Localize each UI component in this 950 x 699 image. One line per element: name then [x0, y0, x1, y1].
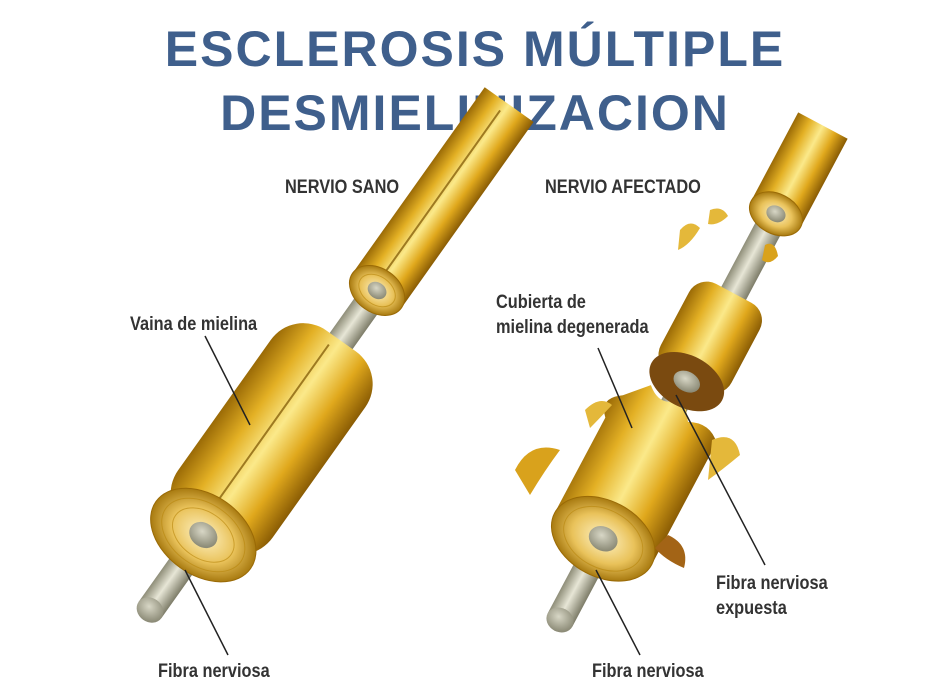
- label-nerve-fiber-healthy: Fibra nerviosa: [158, 661, 270, 682]
- label-degenerated-line1: Cubierta de: [496, 292, 586, 313]
- label-exposed-line1: Fibra nerviosa: [716, 573, 828, 594]
- myelin-flake: [762, 243, 778, 263]
- leader-exposed-fiber: [675, 394, 766, 566]
- myelin-flake: [708, 208, 728, 225]
- affected-axon-tip: [546, 607, 574, 633]
- myelin-flake: [678, 223, 700, 250]
- heading-healthy-nerve: NERVIO SANO: [285, 177, 400, 198]
- label-nerve-fiber-affected: Fibra nerviosa: [592, 661, 704, 682]
- myelin-flake: [515, 447, 560, 495]
- label-myelin-sheath: Vaina de mielina: [130, 314, 258, 335]
- healthy-nerve: [136, 87, 534, 656]
- myelin-flake: [655, 535, 686, 568]
- label-exposed-line2: expuesta: [716, 598, 787, 619]
- heading-affected-nerve: NERVIO AFECTADO: [545, 177, 701, 198]
- leader-myelin-sheath: [204, 335, 251, 426]
- leader-nerve-fiber: [184, 569, 229, 656]
- leader-degenerated-myelin: [597, 347, 633, 429]
- myelin-flake: [585, 401, 612, 428]
- affected-nerve: [515, 112, 848, 656]
- healthy-axon-tip: [136, 597, 164, 623]
- leader-affected-nerve-fiber: [595, 569, 641, 656]
- myelin-flake: [708, 437, 740, 480]
- title-line-1: ESCLEROSIS MÚLTIPLE: [164, 21, 786, 77]
- label-degenerated-line2: mielina degenerada: [496, 317, 649, 338]
